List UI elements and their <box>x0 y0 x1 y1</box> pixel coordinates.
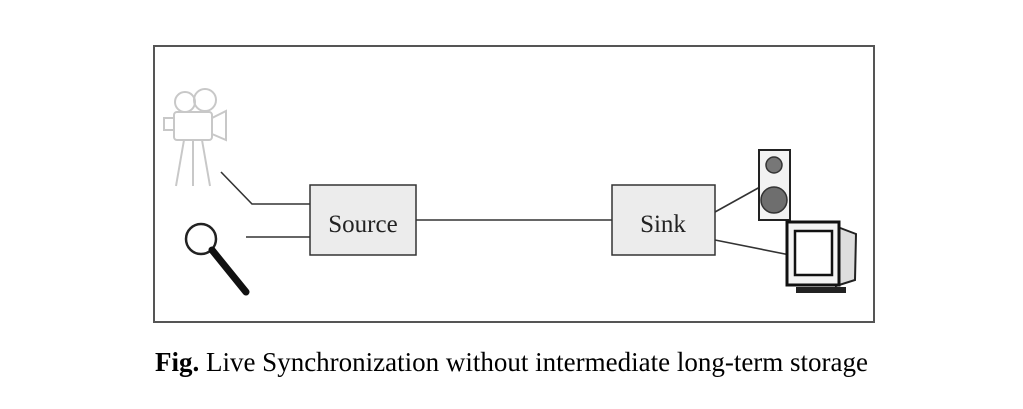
sink-node: Sink <box>611 184 716 256</box>
source-node: Source <box>309 184 417 256</box>
source-label: Source <box>328 211 397 238</box>
sink-to-speaker-line <box>714 186 761 213</box>
monitor-icon <box>785 220 858 293</box>
loudspeaker-icon <box>758 149 791 221</box>
camera-to-source-line <box>220 171 310 205</box>
connector-lines <box>220 171 791 256</box>
sink-to-monitor-line <box>714 239 791 256</box>
video-camera-icon <box>163 88 227 187</box>
caption-text: Live Synchronization without intermediat… <box>205 347 869 377</box>
magnifier-icon <box>184 222 250 296</box>
figure-caption: Fig. Live Synchronization without interm… <box>0 347 1023 378</box>
caption-prefix: Fig. <box>154 347 200 377</box>
sink-label: Sink <box>640 211 686 238</box>
diagram-frame <box>153 45 875 323</box>
